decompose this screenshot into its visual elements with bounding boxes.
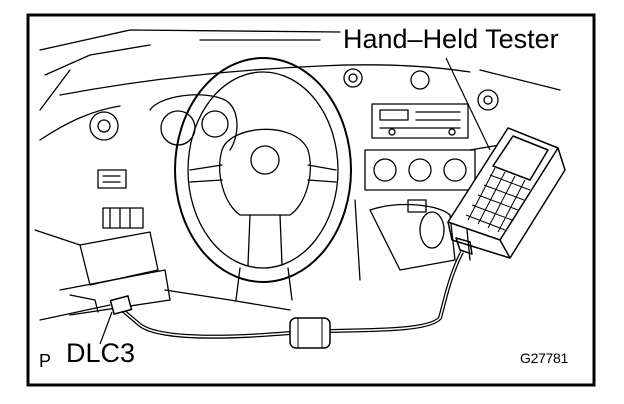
dlc3-connector: [109, 294, 133, 316]
view-marker: P: [39, 351, 52, 371]
leader-lines: [99, 57, 491, 345]
tester-cable: [118, 251, 464, 349]
cable-adapter: [289, 317, 331, 349]
figure-code: G27781: [520, 350, 569, 366]
figure-frame: [26, 13, 596, 387]
hand-held-tester: [447, 127, 566, 259]
dashboard-illustration: [34, 29, 561, 321]
connector-label: DLC3: [66, 338, 136, 368]
tester-label: Hand–Held Tester: [343, 24, 559, 54]
